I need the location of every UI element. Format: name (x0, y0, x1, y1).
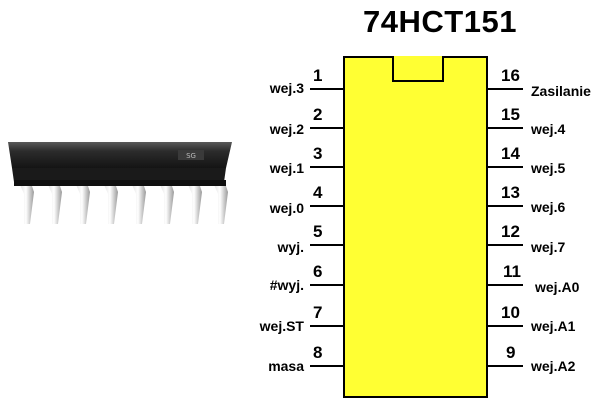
pin-lead (310, 325, 343, 327)
pin-lead (488, 284, 523, 286)
pin-label: wej.6 (531, 199, 566, 215)
pin-label: wej.ST (259, 318, 304, 334)
pin-number: 12 (501, 222, 520, 241)
chip-title: 74HCT151 (363, 4, 517, 39)
pin-number: 2 (313, 105, 323, 124)
pin-number: 10 (501, 303, 520, 322)
pin-lead (310, 166, 343, 168)
pin-label: wej.A1 (531, 318, 576, 334)
pin-number: 14 (501, 144, 520, 163)
pin-number: 11 (503, 262, 521, 281)
pin-lead (310, 205, 343, 207)
pin-label: wej.3 (269, 80, 304, 96)
pin-number: 4 (313, 183, 323, 202)
pin-number: 6 (313, 262, 323, 281)
pin-lead (488, 127, 523, 129)
pin-lead (310, 127, 343, 129)
pin-label: wej.5 (531, 160, 566, 176)
pin-number: 7 (313, 303, 323, 322)
pin-number: 9 (506, 343, 516, 362)
pin-lead (310, 88, 343, 90)
pin-label: wej.4 (531, 121, 566, 137)
pin-lead (488, 166, 523, 168)
pin-lead (488, 244, 523, 246)
ic-body (343, 56, 488, 398)
pin-label: wej.A2 (531, 358, 576, 374)
dip-chip-photo: SG (8, 142, 232, 224)
pin-number: 5 (313, 222, 323, 241)
pin-number: 15 (501, 105, 520, 124)
pin-number: 1 (313, 66, 323, 85)
pin-label: #wyj. (269, 277, 304, 293)
pin-lead (488, 205, 523, 207)
pin-lead (310, 365, 343, 367)
pin-lead (488, 365, 523, 367)
pin-label: wej.7 (531, 239, 566, 255)
svg-text:SG: SG (186, 152, 196, 160)
pin-number: 8 (313, 343, 323, 362)
pin-number: 13 (501, 183, 520, 202)
orientation-notch (392, 56, 444, 82)
pin-label: wyj. (277, 239, 304, 255)
pin-lead (310, 284, 343, 286)
pin-lead (488, 88, 523, 90)
pin-label: Zasilanie (531, 83, 591, 99)
pin-lead (310, 244, 343, 246)
pin-label: wej.0 (269, 200, 304, 216)
pin-number: 16 (501, 66, 520, 85)
pin-label: masa (268, 358, 304, 374)
pin-number: 3 (313, 144, 323, 163)
pin-lead (488, 325, 523, 327)
pin-label: wej.A0 (535, 279, 580, 295)
pin-label: wej.1 (269, 160, 304, 176)
pin-label: wej.2 (269, 121, 304, 137)
